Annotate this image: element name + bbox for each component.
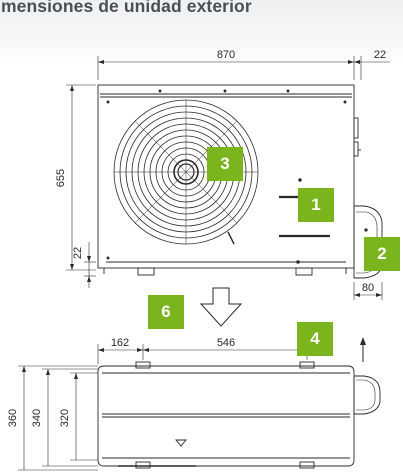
front-foot-left (137, 267, 155, 276)
drain-arrow-icon (175, 439, 187, 447)
front-foot-right (295, 267, 313, 276)
dim-depth-mid-label: 340 (31, 409, 43, 427)
dim-width-label: 870 (217, 49, 235, 61)
callout-badge-side-panel: 2 (364, 237, 400, 271)
mount-bracket-right (299, 361, 315, 369)
top-casing (97, 365, 355, 467)
top-dimension-lines (18, 344, 308, 471)
mount-bracket-left (135, 361, 151, 369)
callout-badge-mounting: 4 (297, 322, 333, 356)
heading-band (0, 0, 403, 64)
top-view (97, 343, 381, 469)
front-view (97, 84, 383, 279)
dim-base-height-label: 22 (72, 247, 84, 259)
callout-badge-louver: 1 (298, 188, 334, 222)
top-side-cover (353, 375, 381, 415)
dim-mount-spacing-label: 546 (217, 337, 235, 349)
callout-badge-fan: 3 (207, 147, 243, 181)
page-title: imensiones de unidad exterior (0, 0, 252, 16)
dim-height-label: 655 (55, 169, 67, 187)
dim-side-offset-label: 22 (374, 49, 386, 61)
dim-depth-inner-label: 320 (59, 409, 71, 427)
dim-left-offset-label: 162 (111, 337, 129, 349)
front-casing (97, 84, 355, 269)
down-view-arrow (199, 287, 243, 327)
dim-depth-total-label: 360 (7, 409, 19, 427)
dim-side-depth-label: 80 (362, 282, 374, 294)
callout-badge-view-arrow: 6 (148, 295, 184, 329)
